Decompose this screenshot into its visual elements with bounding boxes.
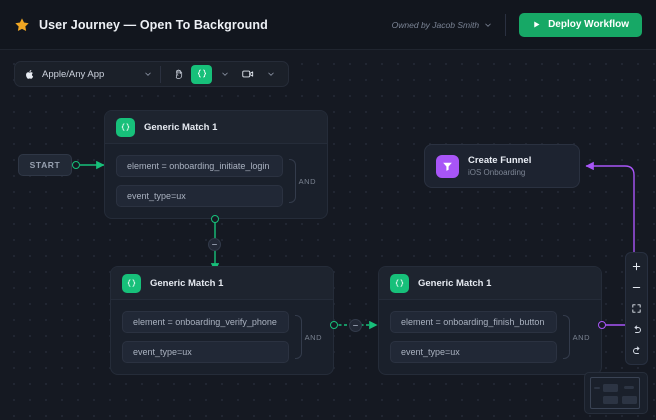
chevron-down-icon bbox=[222, 72, 228, 76]
chevron-down-icon bbox=[268, 72, 274, 76]
node-create-funnel[interactable]: Create Funnel iOS Onboarding bbox=[424, 144, 580, 188]
node-generic-match-top[interactable]: Generic Match 1 element = onboarding_ini… bbox=[104, 110, 328, 219]
node-body: element = onboarding_verify_phone event_… bbox=[111, 300, 333, 374]
operator-brace bbox=[288, 159, 296, 203]
plus-icon bbox=[632, 262, 641, 271]
deploy-workflow-label: Deploy Workflow bbox=[548, 19, 629, 30]
operator-group: AND bbox=[294, 311, 322, 363]
node-body: element = onboarding_finish_button event… bbox=[379, 300, 601, 374]
app-select-dropdown[interactable]: Apple/Any App bbox=[15, 62, 160, 86]
toolbar-divider bbox=[160, 65, 162, 83]
condition-list: element = onboarding_finish_button event… bbox=[390, 311, 557, 363]
zoom-out-button[interactable] bbox=[627, 278, 646, 297]
condition-list: element = onboarding_verify_phone event_… bbox=[122, 311, 289, 363]
condition-pill[interactable]: element = onboarding_initiate_login bbox=[116, 155, 283, 177]
node-title: Generic Match 1 bbox=[144, 121, 218, 133]
condition-pill[interactable]: element = onboarding_verify_phone bbox=[122, 311, 289, 333]
code-braces-icon bbox=[197, 69, 206, 78]
app-select-label: Apple/Any App bbox=[42, 68, 105, 80]
canvas-toolbar: Apple/Any App bbox=[14, 61, 290, 87]
fit-screen-button[interactable] bbox=[627, 299, 646, 318]
node-header: Generic Match 1 bbox=[111, 267, 333, 300]
apple-icon bbox=[26, 69, 34, 79]
minimap-node bbox=[624, 386, 634, 389]
node-title: Generic Match 1 bbox=[150, 277, 224, 289]
header-actions: Owned by Jacob Smith Deploy Workflow bbox=[392, 12, 642, 37]
code-tool-button[interactable] bbox=[191, 64, 213, 84]
start-node[interactable]: START bbox=[18, 154, 72, 176]
condition-pill[interactable]: event_type=ux bbox=[116, 185, 283, 207]
video-camera-icon bbox=[242, 70, 253, 78]
edge-remove-button[interactable] bbox=[208, 238, 221, 251]
page-title: User Journey — Open To Background bbox=[39, 17, 268, 32]
node-bottom-left-output-port[interactable] bbox=[330, 321, 338, 329]
funnel-title: Create Funnel bbox=[468, 155, 532, 166]
toolbar-tools bbox=[161, 64, 288, 84]
zoom-controls-panel bbox=[625, 252, 648, 365]
redo-arrow-icon bbox=[632, 346, 639, 354]
video-tool-dropdown[interactable] bbox=[260, 65, 281, 84]
code-braces-icon bbox=[122, 273, 141, 293]
minimap[interactable] bbox=[584, 372, 648, 414]
play-icon bbox=[534, 21, 540, 28]
owner-dropdown[interactable]: Owned by Jacob Smith bbox=[392, 20, 492, 30]
minimap-node bbox=[594, 387, 600, 389]
node-generic-match-bottom-right[interactable]: Generic Match 1 element = onboarding_fin… bbox=[378, 266, 602, 375]
edge-remove-button[interactable] bbox=[349, 319, 362, 332]
node-title: Generic Match 1 bbox=[418, 277, 492, 289]
node-header: Generic Match 1 bbox=[379, 267, 601, 300]
star-icon[interactable] bbox=[14, 17, 30, 33]
node-generic-match-bottom-left[interactable]: Generic Match 1 element = onboarding_ver… bbox=[110, 266, 334, 375]
undo-button[interactable] bbox=[627, 320, 646, 339]
node-bottom-right-output-port[interactable] bbox=[598, 321, 606, 329]
node-header: Generic Match 1 bbox=[105, 111, 327, 144]
zoom-in-button[interactable] bbox=[627, 257, 646, 276]
condition-pill[interactable]: element = onboarding_finish_button bbox=[390, 311, 557, 333]
funnel-subtitle: iOS Onboarding bbox=[468, 168, 526, 177]
fit-screen-icon bbox=[632, 304, 641, 313]
condition-list: element = onboarding_initiate_login even… bbox=[116, 155, 283, 207]
node-top-output-port[interactable] bbox=[211, 215, 219, 223]
code-braces-icon bbox=[390, 273, 409, 293]
minimap-viewport[interactable] bbox=[590, 377, 640, 409]
condition-pill[interactable]: event_type=ux bbox=[122, 341, 289, 363]
operator-group: AND bbox=[562, 311, 590, 363]
hand-tool-button[interactable] bbox=[168, 65, 189, 84]
workflow-canvas[interactable]: Apple/Any App bbox=[0, 50, 656, 420]
start-output-port[interactable] bbox=[72, 161, 80, 169]
chevron-down-icon bbox=[145, 72, 152, 76]
deploy-workflow-button[interactable]: Deploy Workflow bbox=[519, 12, 642, 37]
header-divider bbox=[505, 13, 507, 36]
funnel-text: Create Funnel iOS Onboarding bbox=[468, 155, 531, 177]
redo-button[interactable] bbox=[627, 341, 646, 360]
minimap-node bbox=[603, 396, 618, 404]
hand-icon bbox=[175, 69, 182, 79]
funnel-icon bbox=[436, 154, 459, 178]
minimap-node bbox=[622, 396, 637, 404]
code-tool-dropdown[interactable] bbox=[214, 65, 235, 84]
code-braces-icon bbox=[116, 117, 135, 137]
minus-icon bbox=[632, 286, 641, 289]
app-header: User Journey — Open To Background Owned … bbox=[0, 0, 656, 50]
video-tool-button[interactable] bbox=[237, 65, 258, 84]
operator-group: AND bbox=[288, 155, 316, 207]
operator-label: AND bbox=[298, 176, 316, 186]
operator-label: AND bbox=[304, 332, 322, 342]
operator-label: AND bbox=[572, 332, 590, 342]
chevron-down-icon bbox=[485, 23, 491, 27]
node-body: element = onboarding_initiate_login even… bbox=[105, 144, 327, 218]
condition-pill[interactable]: event_type=ux bbox=[390, 341, 557, 363]
operator-brace bbox=[294, 315, 302, 359]
operator-brace bbox=[562, 315, 570, 359]
minimap-node bbox=[603, 384, 618, 392]
owner-label: Owned by Jacob Smith bbox=[391, 19, 480, 30]
undo-arrow-icon bbox=[634, 325, 641, 333]
